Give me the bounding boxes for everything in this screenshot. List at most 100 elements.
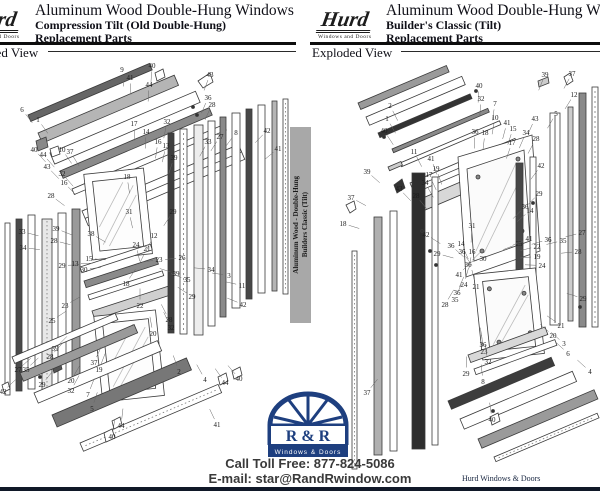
callout-leader: [96, 346, 102, 358]
callout-leader: [112, 419, 115, 431]
callout-leader: [470, 231, 472, 243]
part-callout: 35: [23, 366, 31, 374]
callout-leader: [432, 164, 438, 175]
footer-contact: Call Toll Free: 877-824-5086 E-mail: sta…: [150, 456, 470, 486]
part-callout: 28: [48, 192, 56, 200]
part-callout: 40: [109, 433, 117, 441]
callout-leader: [100, 353, 106, 364]
part-callout: 12: [151, 232, 159, 240]
callout-leader: [466, 260, 478, 264]
page-subtitle: Compression Tilt (Old Double-Hung): [35, 18, 227, 32]
header-rule-left: [0, 42, 296, 45]
bottom-rule: [0, 487, 600, 491]
part-callout: 14: [143, 128, 151, 136]
part-callout: 12: [571, 91, 579, 99]
hurd-tagline: Windows and Doors: [0, 34, 20, 40]
part-callout: 39: [173, 270, 181, 278]
callout-leader: [46, 158, 55, 168]
part-callout: 6: [566, 350, 570, 358]
part-callout: 15: [86, 255, 94, 263]
part-callout: 42: [538, 162, 546, 170]
part-callout: 41: [275, 145, 283, 153]
part-callout: 36: [472, 128, 480, 136]
callout-leader: [204, 109, 210, 121]
part-callout: 24: [461, 281, 469, 289]
section-label-right: Exploded View: [312, 45, 393, 60]
check-rails: [79, 243, 172, 321]
callout-leader: [59, 241, 71, 245]
callout-leader: [214, 368, 222, 378]
part-callout: 24: [539, 262, 547, 270]
callout-leader: [212, 272, 224, 275]
part-callout: 36: [448, 242, 456, 250]
part-callout: 29: [580, 295, 588, 303]
page-index-tab: Aluminum Wood - Double-Hung Builders Cla…: [290, 127, 311, 323]
callout-leader: [65, 154, 72, 164]
callout-leader: [371, 175, 380, 183]
part-callout: 32: [168, 324, 176, 332]
part-callout: 28: [413, 192, 421, 200]
page-subtitle2: Replacement Parts: [35, 31, 132, 45]
part-callout: 43: [44, 163, 52, 171]
manufacturer-credit: Hurd Windows & Doors: [462, 474, 541, 483]
page-subtitle2: Replacement Parts: [386, 31, 483, 45]
callout-leader: [546, 315, 557, 323]
part-callout: 38: [88, 230, 96, 238]
part-callout: 36: [454, 289, 462, 297]
callout-leader: [199, 146, 206, 157]
callout-leader: [531, 240, 543, 245]
part-callout: 11: [411, 148, 418, 156]
callout-leader: [7, 379, 16, 388]
page-title: Aluminum Wood Double-Hung Windows: [386, 2, 600, 19]
callout-leader: [519, 137, 524, 149]
part-callout: 43: [532, 115, 540, 123]
callout-leader: [527, 143, 534, 154]
part-callout: 32: [478, 95, 486, 103]
part-callout: 34: [422, 179, 430, 187]
part-callout: 43: [396, 185, 404, 193]
part-callout: 29: [463, 370, 471, 378]
callout-leader: [37, 153, 46, 163]
part-callout: 36: [205, 94, 213, 102]
part-callout: 40: [476, 82, 484, 90]
callout-leader: [480, 364, 483, 376]
part-callout: 17: [426, 171, 434, 179]
part-callout: 2: [177, 368, 181, 376]
callout-leader: [73, 375, 80, 386]
part-callout: 4: [203, 376, 207, 384]
callout-leader: [45, 371, 53, 380]
part-callout: 39: [52, 345, 60, 353]
callout-leader: [159, 268, 171, 272]
part-callout: 25: [516, 240, 524, 248]
callout-leader: [563, 78, 570, 89]
part-callout: 29: [434, 250, 442, 258]
callout-leader: [506, 148, 511, 159]
part-callout: 42: [0, 388, 7, 396]
part-callout: 36: [480, 341, 488, 349]
callout-leader: [142, 260, 154, 263]
logo-name: R & R: [286, 428, 331, 445]
page-title: Aluminum Wood Double-Hung Windows: [35, 2, 294, 19]
section-rule-right: [401, 51, 600, 52]
page-subtitle: Builder's Classic (Tilt): [386, 18, 502, 32]
callout-leader: [94, 258, 106, 261]
callout-leader: [227, 365, 236, 375]
logo-tagline: Windows & Doors: [275, 449, 342, 456]
part-callout: 40: [149, 62, 157, 70]
callout-leader: [70, 296, 80, 303]
callout-leader: [155, 147, 158, 159]
callout-leader: [431, 179, 437, 191]
callout-leader: [484, 344, 488, 356]
part-callout: 30: [81, 266, 89, 274]
part-callout: 40: [381, 127, 389, 135]
part-callout: 32: [68, 387, 76, 395]
right-page-header: Aluminum Wood Double-Hung Windows Builde…: [386, 2, 600, 45]
part-callout: 29: [39, 381, 47, 389]
callout-leader: [50, 170, 60, 179]
callout-leader: [387, 135, 394, 145]
part-callout: 33: [205, 138, 213, 146]
callout-leader: [56, 310, 67, 318]
callout-leader: [447, 289, 454, 300]
part-callout: 37: [91, 359, 99, 367]
